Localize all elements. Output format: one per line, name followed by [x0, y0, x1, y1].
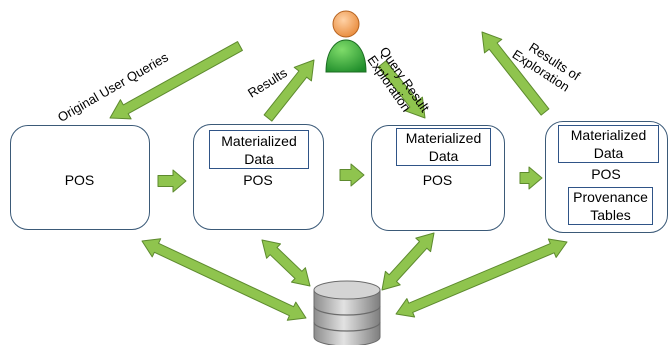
arrow-node3-to-node4 [519, 166, 543, 190]
arrow-db-node4 [395, 238, 568, 318]
inner-line-2: Data [593, 145, 624, 161]
arrow-db-node3 [381, 232, 435, 291]
node-3-pos-label: POS [422, 172, 453, 188]
arrow-original-queries [109, 41, 243, 120]
inner-line-2: Tables [590, 207, 631, 223]
inner-line-2: Data [428, 148, 459, 164]
arrow-group [109, 31, 568, 321]
node-4-pos-label: POS [591, 166, 621, 182]
inner-line-1: Materialized [405, 130, 482, 146]
arrow-results-to-user [263, 59, 315, 122]
arrow-db-node1 [141, 238, 307, 321]
inner-line-2: Data [244, 150, 274, 167]
pos-node-1: POS [10, 125, 150, 230]
database-icon [313, 280, 381, 345]
arrow-db-node2 [261, 239, 311, 287]
arrow-user-to-exploration [377, 60, 426, 119]
arrow-node2-to-node3 [339, 163, 365, 187]
inner-line-1: Materialized [221, 132, 297, 149]
user-icon [325, 10, 367, 73]
arrow-node1-to-node2 [157, 169, 187, 193]
node-1-pos-label: POS [64, 172, 95, 188]
node-2-pos-label: POS [243, 172, 273, 188]
arrow-exploration-results [481, 31, 550, 116]
inner-line-1: Materialized [570, 127, 647, 143]
inner-line-1: Provenance [573, 189, 648, 205]
